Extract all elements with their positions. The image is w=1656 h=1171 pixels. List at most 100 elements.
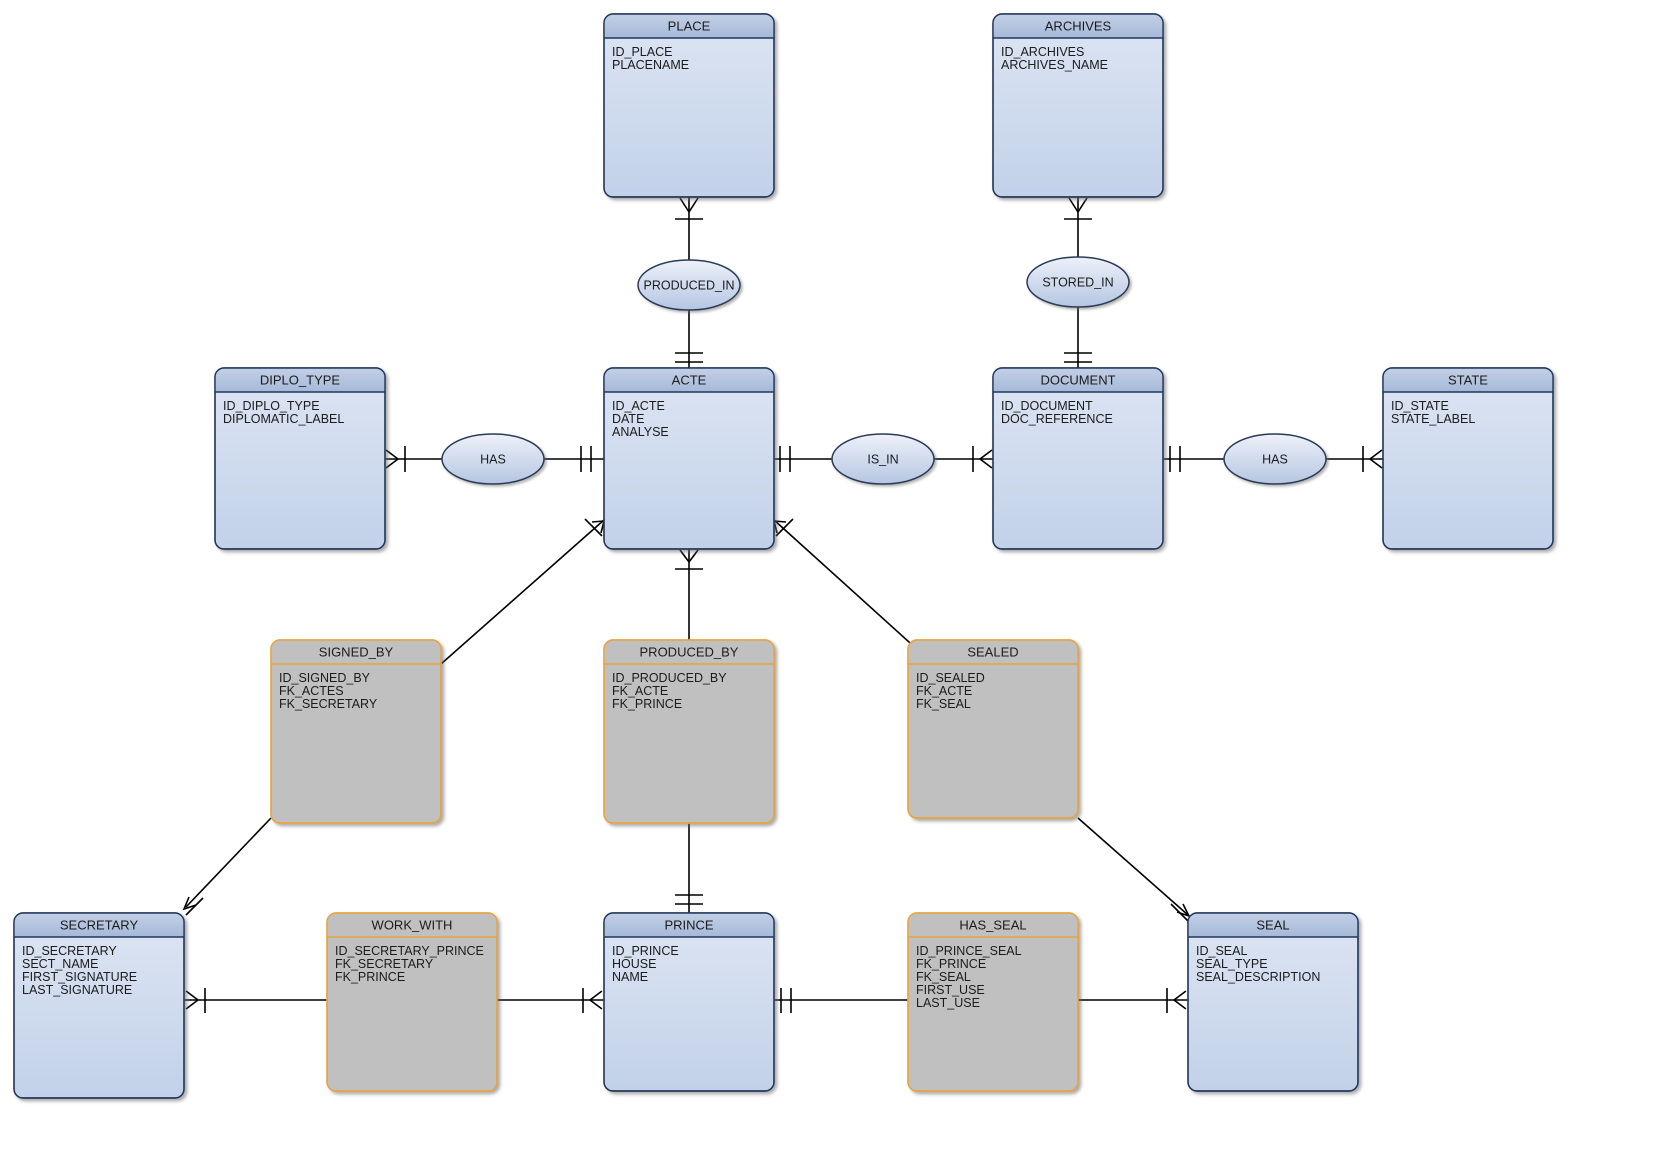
entity-header — [327, 913, 497, 937]
crowfoot-secretary — [182, 896, 197, 911]
entity-title: PLACE — [668, 18, 711, 33]
entity-attribute: ID_PRINCE — [612, 944, 679, 958]
entity-body — [1382, 367, 1554, 550]
entity-outline — [1382, 367, 1554, 550]
entity-title: PRINCE — [664, 917, 713, 932]
entity-outline — [270, 639, 442, 824]
entity-outline — [603, 639, 775, 824]
entity-attribute: DIPLOMATIC_LABEL — [223, 412, 344, 426]
entity-header — [604, 14, 774, 38]
entity-header — [908, 640, 1078, 664]
entity-title: ACTE — [672, 372, 707, 387]
entity-title: STATE — [1448, 372, 1488, 387]
connector-acte-signedby — [440, 519, 605, 665]
entity-attribute: FK_ACTE — [612, 684, 668, 698]
relationship-ellipse — [637, 259, 741, 311]
entity-title: WORK_WITH — [372, 917, 453, 932]
relationship-produced_in[interactable]: PRODUCED_IN — [637, 259, 741, 311]
entity-attribute: PLACENAME — [612, 58, 689, 72]
relationship-has_state[interactable]: HAS — [1223, 433, 1327, 485]
entity-attribute: ID_ARCHIVES — [1001, 45, 1084, 59]
crowfoot-secretary-workwith — [185, 990, 200, 1010]
entity-body — [603, 639, 775, 824]
entity-attribute: FK_SECRETARY — [335, 957, 434, 971]
crowfoot-seal-hasseal — [1172, 990, 1187, 1010]
entity-body — [603, 13, 775, 198]
entity-attribute: DOC_REFERENCE — [1001, 412, 1113, 426]
relationship-label: HAS — [480, 452, 506, 466]
entity-outline — [603, 912, 775, 1092]
entity-attribute: ID_SECRETARY — [22, 944, 117, 958]
entity-outline — [603, 13, 775, 198]
entity-attribute: FIRST_SIGNATURE — [22, 970, 137, 984]
entity-title: PRODUCED_BY — [640, 644, 739, 659]
entity-attribute: HOUSE — [612, 957, 656, 971]
entity-body — [603, 367, 775, 550]
crowfoot-document-isin — [978, 449, 993, 469]
connector-layer — [182, 197, 1383, 1013]
entity-work_with[interactable]: WORK_WITHID_SECRETARY_PRINCEFK_SECRETARY… — [326, 912, 498, 1092]
entity-title: ARCHIVES — [1045, 18, 1112, 33]
entity-header — [908, 913, 1078, 937]
entity-body — [13, 912, 185, 1099]
relationship-label: STORED_IN — [1042, 275, 1113, 289]
entity-body — [270, 639, 442, 824]
entity-outline — [992, 367, 1164, 550]
entity-header — [1188, 913, 1358, 937]
relationship-has_diplo[interactable]: HAS — [441, 433, 545, 485]
relationship-stored_in[interactable]: STORED_IN — [1026, 256, 1130, 308]
entity-body — [992, 13, 1164, 198]
entity-title: SECRETARY — [60, 917, 139, 932]
entity-secretary[interactable]: SECRETARY ID_SECRETARYSECT_NAMEFIRST_SIGN… — [13, 912, 185, 1099]
relationship-ellipse — [1223, 433, 1327, 485]
entity-has_seal[interactable]: HAS_SEALID_PRINCE_SEALFK_PRINCEFK_SEALFI… — [907, 912, 1079, 1092]
connector-signedby-secretary — [185, 817, 272, 908]
relationship-label: IS_IN — [867, 452, 898, 466]
entity-attribute: FK_PRINCE — [916, 957, 986, 971]
entity-title: SEAL — [1256, 917, 1289, 932]
entity-body — [326, 912, 498, 1092]
entity-body — [992, 367, 1164, 550]
entity-attribute: FK_PRINCE — [612, 697, 682, 711]
crowfoot-archives — [1068, 197, 1088, 214]
entity-produced_by[interactable]: PRODUCED_BYID_PRODUCED_BYFK_ACTEFK_PRINC… — [603, 639, 775, 824]
entity-title: HAS_SEAL — [959, 917, 1026, 932]
entity-header — [604, 913, 774, 937]
entity-outline — [326, 912, 498, 1092]
tick-acte-signedby — [584, 518, 603, 537]
entity-title: DIPLO_TYPE — [260, 372, 341, 387]
entity-attribute: FK_SEAL — [916, 697, 971, 711]
relationship-label: PRODUCED_IN — [644, 278, 735, 292]
entity-attribute: SECT_NAME — [22, 957, 98, 971]
entity-title: SEALED — [967, 644, 1018, 659]
crowfoot-acte-producedby — [679, 549, 699, 564]
entity-attribute: ID_DIPLO_TYPE — [223, 399, 320, 413]
entity-attribute: ID_SEAL — [1196, 944, 1247, 958]
relationship-label: HAS — [1262, 452, 1288, 466]
entity-attribute: ID_SEALED — [916, 671, 985, 685]
entity-attribute: SEAL_DESCRIPTION — [1196, 970, 1320, 984]
entity-outline — [13, 912, 185, 1099]
relationship-ellipse — [1026, 256, 1130, 308]
entity-attribute: STATE_LABEL — [1391, 412, 1475, 426]
entity-attribute: LAST_SIGNATURE — [22, 983, 132, 997]
relationship-ellipse — [831, 433, 935, 485]
relationship-is_in[interactable]: IS_IN — [831, 433, 935, 485]
entity-attribute: NAME — [612, 970, 648, 984]
entity-outline — [992, 13, 1164, 198]
entity-header — [271, 640, 441, 664]
entity-attribute: DATE — [612, 412, 644, 426]
tick-secretary-signedby — [185, 897, 204, 916]
entity-signed_by[interactable]: SIGNED_BYID_SIGNED_BYFK_ACTESFK_SECRETAR… — [270, 639, 442, 824]
